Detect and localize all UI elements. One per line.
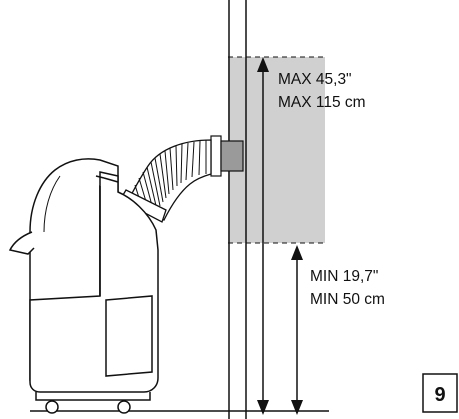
page-number: 9 [434, 384, 445, 406]
wall [228, 0, 247, 419]
max-dimension-arrow [257, 57, 269, 415]
window-opening-zone [228, 57, 325, 243]
min-height-inches-label: MIN 19,7" [310, 268, 378, 285]
min-height-cm-label: MIN 50 cm [310, 291, 385, 308]
max-height-inches-label: MAX 45,3" [278, 71, 352, 88]
max-height-cm-label: MAX 115 cm [278, 94, 366, 111]
window-adapter [210, 135, 244, 177]
exhaust-hose [119, 139, 212, 223]
page-number-box: 9 [422, 373, 458, 413]
air-conditioner-unit [8, 158, 159, 414]
min-dimension-arrow [291, 245, 303, 415]
